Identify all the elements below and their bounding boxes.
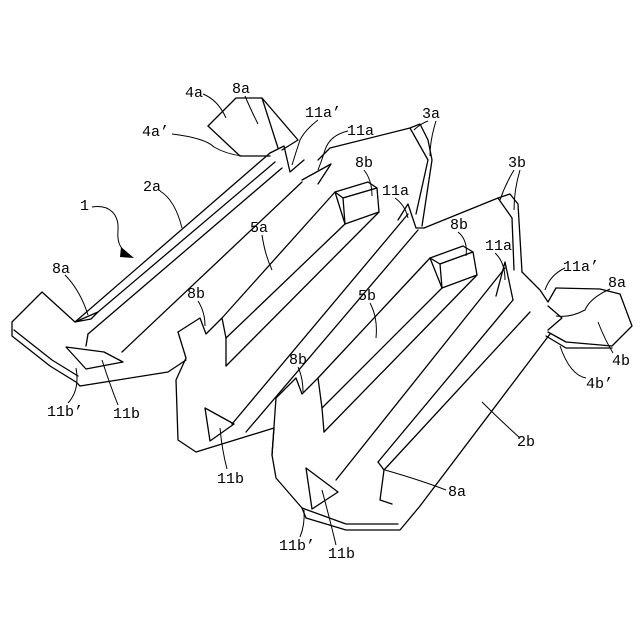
label-11b-middle: 11b bbox=[217, 471, 244, 488]
label-11b-prime-right: 11b’ bbox=[279, 538, 315, 555]
label-5b: 5b bbox=[358, 288, 376, 305]
base-2a-end-notch bbox=[12, 292, 75, 322]
notch-8a-upper bbox=[262, 98, 278, 148]
ridge-5a-face-bottom bbox=[226, 212, 379, 366]
label-8b-5a-notch: 8b bbox=[187, 286, 205, 303]
tab-4b-lower-edge bbox=[546, 336, 612, 348]
reference-labels: 4a 8a 4a’ 11a’ 11a 3a 2a 8b 3b 5a 11a 8b… bbox=[47, 81, 630, 563]
label-4a-prime: 4a’ bbox=[142, 124, 169, 141]
notch-8b-5b bbox=[276, 378, 322, 408]
notch-11a-upper bbox=[302, 164, 331, 184]
label-8b-box-5b: 8b bbox=[450, 217, 468, 234]
notch-8a-lower-left bbox=[75, 312, 98, 322]
ridge-5a-crest-left bbox=[222, 192, 335, 318]
leader-lines bbox=[65, 94, 613, 545]
leader-11a-prime-lower bbox=[545, 268, 565, 290]
base-5a bbox=[176, 358, 274, 452]
label-4a: 4a bbox=[185, 85, 203, 102]
ridge-2b-crest-left bbox=[378, 300, 513, 462]
label-5a: 5a bbox=[250, 220, 268, 237]
ridge-5a-crest-right bbox=[226, 224, 345, 338]
label-8a-top: 8a bbox=[232, 81, 250, 98]
leader-3a-b bbox=[430, 121, 436, 156]
ridge-2a-face-line bbox=[88, 168, 282, 334]
reference-1: 1 bbox=[80, 198, 134, 258]
leader-4b-prime bbox=[560, 346, 586, 378]
leader-11b-prime-right bbox=[300, 510, 304, 537]
label-11a-prime-lower: 11a’ bbox=[563, 259, 599, 276]
tab-4b bbox=[546, 288, 632, 348]
label-8b-5b-notch: 8b bbox=[289, 352, 307, 369]
base-2a-outline bbox=[12, 322, 80, 386]
arrow-1-head bbox=[120, 247, 134, 258]
label-3a: 3a bbox=[422, 106, 440, 123]
valley-5a-5b-line-2 bbox=[246, 230, 418, 432]
base-5a-outline bbox=[176, 358, 274, 452]
ridge-2b-crest-right bbox=[384, 312, 530, 470]
leader-3b-b bbox=[514, 170, 520, 210]
notch-11a-prime-lower bbox=[522, 272, 556, 302]
ridge-5b-face-bottom bbox=[324, 275, 477, 432]
label-11b-left: 11b bbox=[113, 406, 140, 423]
label-11a-prime-upper: 11a’ bbox=[305, 105, 341, 122]
notch-8b-5a bbox=[178, 318, 226, 338]
tab-4a-lower-edge bbox=[208, 126, 270, 156]
ridge-2a-valley-line bbox=[122, 182, 302, 352]
leader-11b-middle bbox=[220, 428, 227, 469]
ridge-2a bbox=[75, 153, 302, 352]
leader-11a-prime-upper bbox=[292, 120, 318, 165]
label-8a-right: 8a bbox=[608, 275, 626, 292]
label-11b-prime-left: 11b’ bbox=[47, 404, 83, 421]
label-4b: 4b bbox=[612, 353, 630, 370]
base-2a-thickness bbox=[14, 330, 78, 376]
label-8a-lower: 8a bbox=[448, 484, 466, 501]
leader-4a bbox=[203, 94, 226, 118]
label-8b-upper: 8b bbox=[355, 155, 373, 172]
base-5b bbox=[272, 428, 420, 530]
projection-11b-right bbox=[306, 468, 338, 509]
label-2b: 2b bbox=[517, 434, 535, 451]
leader-2a bbox=[160, 191, 182, 228]
label-11a-lower: 11a bbox=[485, 238, 512, 255]
notch-11a-prime-upper bbox=[270, 146, 304, 172]
label-11b-right: 11b bbox=[328, 546, 355, 563]
leader-4a-prime bbox=[172, 134, 242, 156]
label-11a-upper: 11a bbox=[347, 123, 374, 140]
base-2a-end-edge bbox=[86, 334, 88, 346]
arrow-1-shaft bbox=[92, 207, 126, 252]
leader-2b bbox=[482, 402, 520, 438]
leader-8a-top bbox=[245, 96, 258, 124]
label-4b-prime: 4b’ bbox=[586, 376, 613, 393]
ridge-5b-crest-right bbox=[322, 288, 442, 408]
leader-11a-upper bbox=[318, 131, 348, 170]
ridge-5b-end-edge bbox=[322, 408, 324, 432]
leader-11a-lower bbox=[495, 253, 505, 280]
label-8a-left: 8a bbox=[52, 261, 70, 278]
tab-4a-outline bbox=[208, 98, 298, 150]
label-3b: 3b bbox=[508, 155, 526, 172]
box-8b-5a bbox=[335, 182, 379, 224]
label-2a: 2a bbox=[143, 179, 161, 196]
base-2a bbox=[12, 292, 186, 386]
ridge-5a-left-end bbox=[178, 332, 186, 358]
notch-8a-right bbox=[548, 306, 562, 330]
notch-11a-middle bbox=[398, 204, 424, 228]
base-5b-outline bbox=[272, 428, 420, 530]
valley-5a-5b bbox=[232, 214, 418, 432]
ridge-5b-crest-left bbox=[318, 258, 430, 378]
leader-8a-lower bbox=[385, 470, 446, 490]
label-1: 1 bbox=[80, 198, 89, 215]
leader-8a-left bbox=[65, 275, 88, 315]
projection-11b-left bbox=[66, 347, 123, 369]
label-11a-middle: 11a bbox=[382, 183, 409, 200]
projection-11b-middle bbox=[205, 408, 234, 441]
leader-8a-right bbox=[556, 289, 610, 316]
